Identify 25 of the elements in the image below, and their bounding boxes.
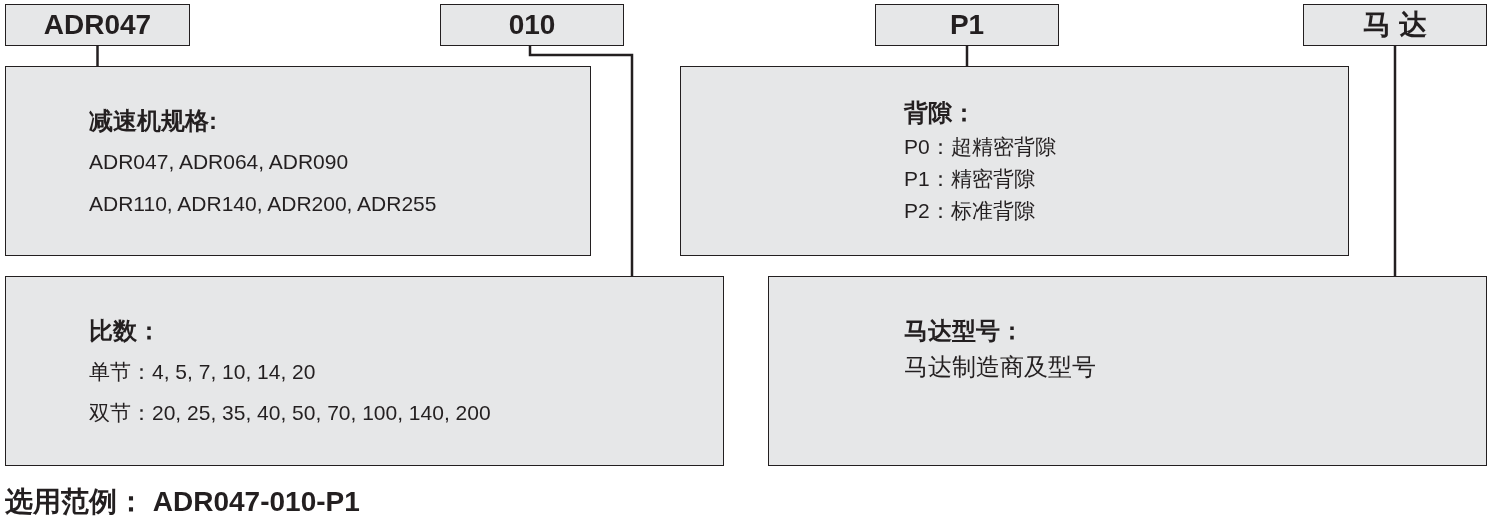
code-tag: P1 (875, 4, 1059, 46)
connector-line (96, 46, 99, 66)
list-item: ADR047, ADR064, ADR090 (89, 151, 349, 172)
list-item: P1：精密背隙 (904, 168, 1035, 189)
list-item: 马达制造商及型号 (904, 355, 1096, 379)
backlash-box (680, 66, 1349, 256)
connector-line (1393, 46, 1397, 276)
example-code: 选用范例： ADR047-010-P1 (5, 485, 360, 519)
box-heading: 背隙： (904, 101, 976, 125)
code-tag: ADR047 (5, 4, 190, 46)
list-item: P2：标准背隙 (904, 200, 1035, 221)
box-heading: 减速机规格: (89, 109, 217, 133)
list-item: 双节：20, 25, 35, 40, 50, 70, 100, 140, 200 (89, 402, 491, 423)
box-heading: 比数： (89, 319, 161, 343)
motor-box (768, 276, 1487, 466)
connector-line (965, 46, 969, 66)
connector-line (528, 46, 634, 276)
list-item: ADR110, ADR140, ADR200, ADR255 (89, 193, 437, 214)
list-item: P0：超精密背隙 (904, 136, 1056, 157)
spec-box (5, 66, 591, 256)
list-item: 单节：4, 5, 7, 10, 14, 20 (89, 361, 316, 382)
code-tag: 马 达 (1303, 4, 1487, 46)
ratio-box (5, 276, 724, 466)
code-tag: 010 (440, 4, 624, 46)
box-heading: 马达型号： (904, 319, 1024, 343)
